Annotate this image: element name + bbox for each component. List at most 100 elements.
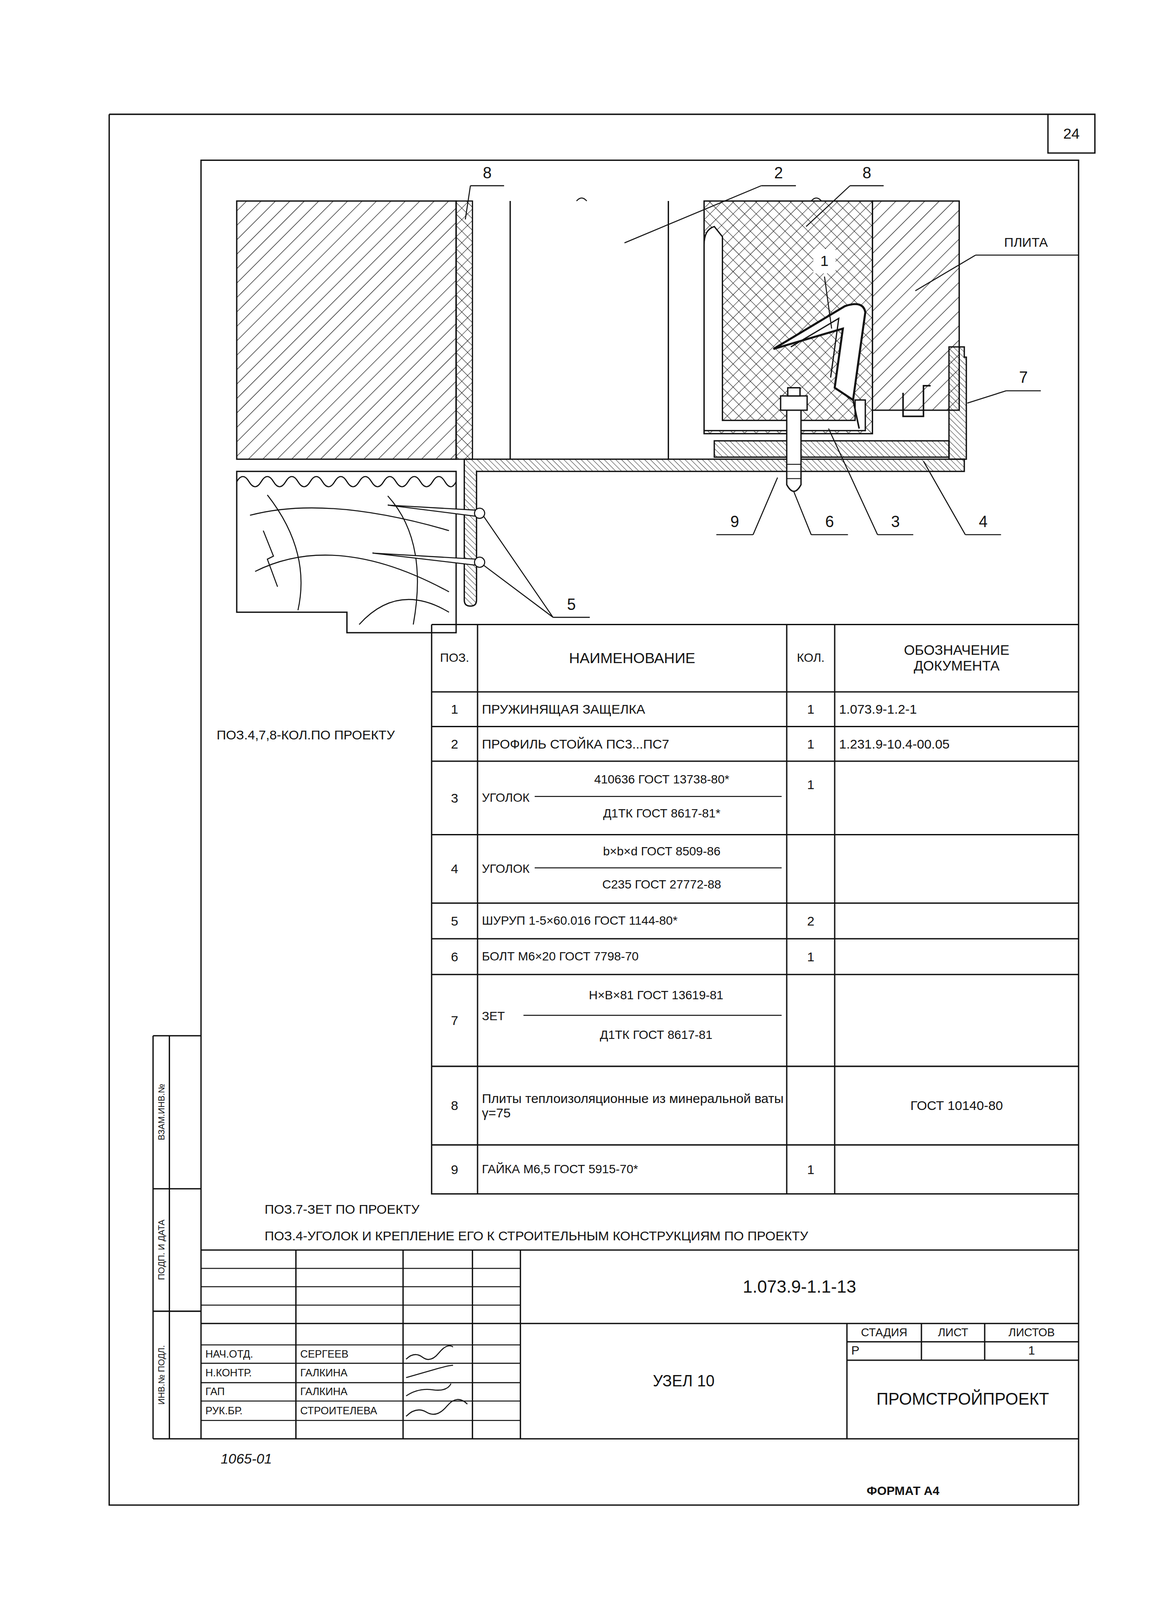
table-cell: С235 ГОСТ 27772-88 [536,869,787,901]
spring-latch [773,303,866,429]
callout-number: 3 [877,510,914,534]
note-text: ПОЗ.7-ЗЕТ ПО ПРОЕКТУ [260,1197,776,1222]
callout-number: 8 [849,161,884,185]
support-angle [714,440,949,458]
table-cell: Плиты теплоизоляционные из минеральной в… [477,1066,787,1146]
title-block-cell: ГАЛКИНА [296,1382,404,1402]
table-cell: H×B×81 ГОСТ 13619-81 [525,977,787,1014]
insulation-section [703,201,873,434]
callout-number: 24 [1047,114,1096,154]
table-header: ПОЗ. [431,624,478,692]
title-block-grid [296,1250,521,1440]
table-cell: 1 [431,692,478,727]
table-cell: УГОЛОК [477,779,535,817]
callout-number: 4 [965,510,1001,534]
spring-latch [773,303,866,400]
archive-number: 1065-01 [216,1445,352,1475]
title-block-grid [153,1250,1079,1440]
spec-table-grid [431,624,1079,1195]
table-cell: 1 [786,1145,835,1195]
part-label: ПЛИТА [975,230,1077,255]
table-cell: 410636 ГОСТ 13738-80* [536,764,787,796]
wood-screw [372,505,485,568]
title-block-cell: ГАЛКИНА [296,1363,404,1383]
leader-line [465,185,1079,618]
table-cell: ГОСТ 10140-80 [834,1066,1079,1146]
title-block-grid [153,1036,1079,1440]
spring-latch [853,400,860,430]
angle-section [703,226,866,431]
table-cell: 7 [431,974,478,1067]
spec-table-grid [523,796,782,1016]
note-text: ПОЗ.4,7,8-КОЛ.ПО ПРОЕКТУ [212,706,401,764]
timber-element [236,476,457,487]
signature-scribble [406,1346,468,1417]
title-block-cell: ЛИСТ [921,1324,985,1343]
table-cell: 2 [786,903,835,939]
sheet-frame [109,114,1095,1506]
title-block-cell: 1 [984,1342,1079,1361]
sheet-frame [109,114,1095,1506]
wood-screw [372,553,477,566]
angle-section [703,226,866,431]
stamp-label: ПОДП. И ДАТА [153,1189,170,1312]
leader-line [470,185,1079,618]
table-cell: 1 [786,761,835,809]
bolt-nut [780,395,808,411]
table-cell: УГОЛОК [477,850,535,889]
table-cell: Д1ТК ГОСТ 8617-81* [536,798,787,830]
title-block-cell: УЗЕЛ 10 [520,1324,847,1440]
bolt-nut [780,387,808,492]
insulation-strip [456,201,473,460]
spec-table-grid [431,624,1079,1195]
table-header: КОЛ. [786,624,835,692]
title-block-cell: СТАДИЯ [846,1324,922,1343]
timber-element [236,471,457,633]
table-cell: 1.073.9-1.2-1 [834,692,1079,727]
profile-post [510,201,669,460]
note-text: ПОЗ.4-УГОЛОК И КРЕПЛЕНИЕ ЕГО К СТРОИТЕЛЬ… [260,1223,1072,1249]
callout-number: 1 [813,249,836,274]
zet-profile [948,347,967,460]
stamp-label: ВЗАМ.ИНВ.№ [153,1036,170,1190]
title-block-cell: СЕРГЕЕВ [296,1345,404,1364]
table-cell: 1 [786,938,835,975]
title-block-grid [153,1036,202,1440]
title-block-cell: СТРОИТЕЛЕВА [296,1401,404,1421]
callout-number: 8 [470,161,505,185]
callout-number: 5 [552,593,590,617]
title-block-cell: ПРОМСТРОЙПРОЕКТ [846,1360,1079,1440]
table-cell: ПРОФИЛЬ СТОЙКА ПС3...ПС7 [477,726,787,762]
callout-number: 7 [1006,365,1041,390]
format-label: ФОРМАТ А4 [831,1480,975,1504]
table-cell: БОЛТ М6×20 ГОСТ 7798-70 [477,938,787,975]
wood-screw [387,505,477,517]
table-cell: 1 [786,692,835,727]
stamp-label: ИНВ.№ ПОДЛ. [153,1311,170,1440]
table-cell: 5 [431,903,478,939]
signature-scribble [406,1346,468,1417]
bolt-nut [786,408,802,492]
insulation-strip [456,201,473,460]
bolt-nut [787,387,800,396]
wood-screw [474,508,485,519]
support-angle [464,440,965,607]
table-cell: ГАЙКА М6,5 ГОСТ 5915-70* [477,1145,787,1195]
title-block-cell: РУК.БР. [201,1401,297,1421]
table-cell: 2 [431,726,478,762]
plate-section [872,201,960,411]
title-block-grid [846,1324,1079,1440]
timber-element [236,471,457,633]
callout-number: 9 [716,510,754,534]
title-block-cell: Р [846,1342,922,1361]
zet-profile [903,347,967,460]
brick-wall [236,201,457,460]
table-cell: ШУРУП 1-5×60.016 ГОСТ 1144-80* [477,903,787,939]
profile-post [576,197,822,202]
plate-section [872,201,960,411]
bolt-nut [786,464,802,479]
callout-number: 6 [811,510,848,534]
table-cell: b×b×d ГОСТ 8509-86 [536,836,787,867]
table-cell: 6 [431,938,478,975]
